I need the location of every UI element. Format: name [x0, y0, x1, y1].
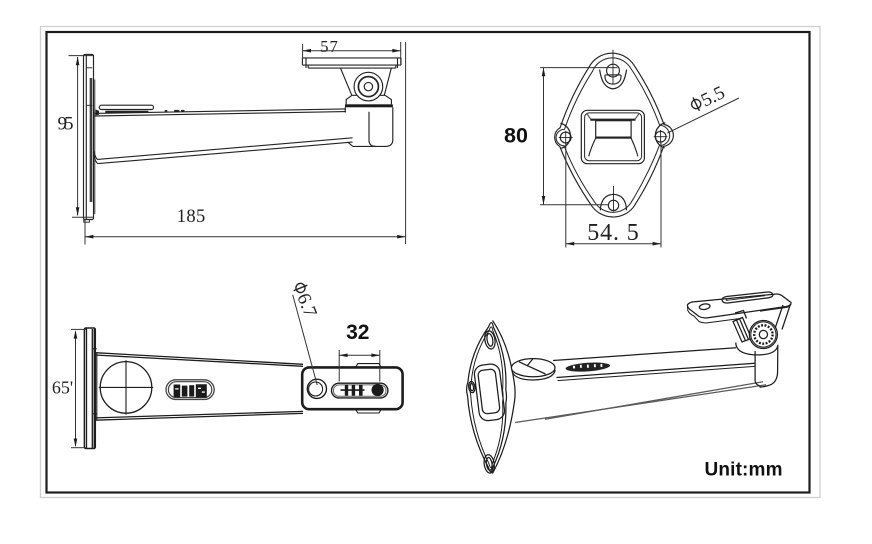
- svg-text:80: 80: [504, 123, 528, 147]
- svg-text:Unit:mm: Unit:mm: [705, 460, 783, 481]
- svg-text:185: 185: [177, 207, 206, 227]
- svg-text:95: 95: [58, 114, 74, 135]
- svg-text:54. 5: 54. 5: [587, 220, 639, 246]
- svg-text:65': 65': [52, 378, 73, 398]
- svg-text:57: 57: [320, 37, 338, 56]
- svg-text:32: 32: [346, 321, 369, 344]
